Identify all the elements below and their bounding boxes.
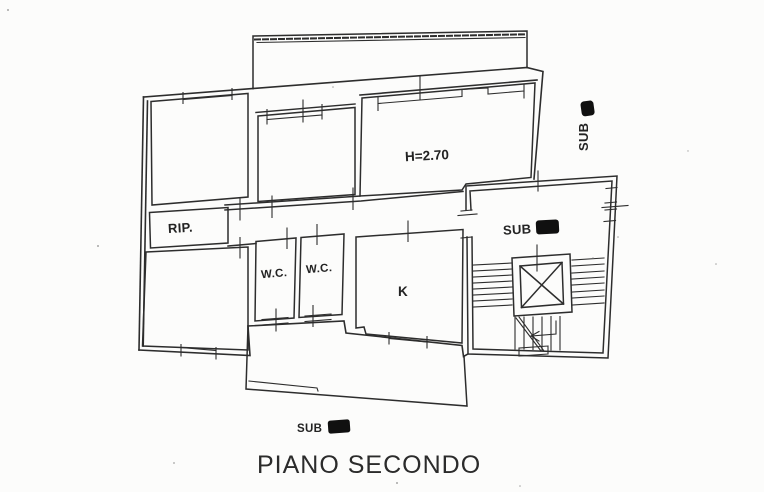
elevator-shaft (511, 244, 573, 317)
window-marks (180, 87, 525, 352)
room-living (359, 82, 536, 197)
room-label-wc-right: W.C. (306, 262, 333, 276)
room-kitchen (355, 228, 464, 344)
plan-linework (138, 30, 629, 407)
room-label-kitchen: K (398, 284, 408, 299)
corridor-wall-lower (224, 190, 464, 211)
stair-sub-label: SUB (503, 221, 532, 237)
page-title: PIANO SECONDO (257, 451, 481, 479)
room-partitions (141, 82, 536, 351)
door-ticks (180, 75, 525, 360)
room-bedroom-bottomleft (141, 246, 249, 351)
room-wc-left (254, 237, 297, 322)
elevator-x-mark (518, 261, 565, 309)
room-bedroom-middle (257, 106, 356, 203)
sub-markers (327, 100, 595, 434)
bottom-sub-label: SUB (297, 423, 322, 435)
side-sub-label: SUB (576, 123, 591, 151)
room-storage (148, 206, 229, 249)
balcony-bottom (245, 325, 468, 407)
scan-noise (7, 9, 717, 487)
stair-direction-arrow (530, 320, 557, 342)
bottom-sub-marker-icon (327, 419, 351, 434)
room-label-wc-left: W.C. (261, 267, 288, 281)
stair-flight-diagonal (515, 316, 545, 352)
room-label-living-height: H=2.70 (405, 147, 450, 164)
room-bedroom-topleft (150, 92, 249, 206)
room-wc-right (298, 233, 345, 319)
room-label-storage: RIP. (168, 220, 194, 236)
stair-sub-marker-icon (535, 219, 560, 235)
exterior-walls (138, 66, 544, 358)
stairwell (457, 170, 629, 359)
corridor-wall-upper (224, 195, 361, 206)
side-sub-marker-icon (580, 100, 595, 117)
stair-treads (472, 257, 605, 357)
balcony-top (252, 30, 528, 90)
